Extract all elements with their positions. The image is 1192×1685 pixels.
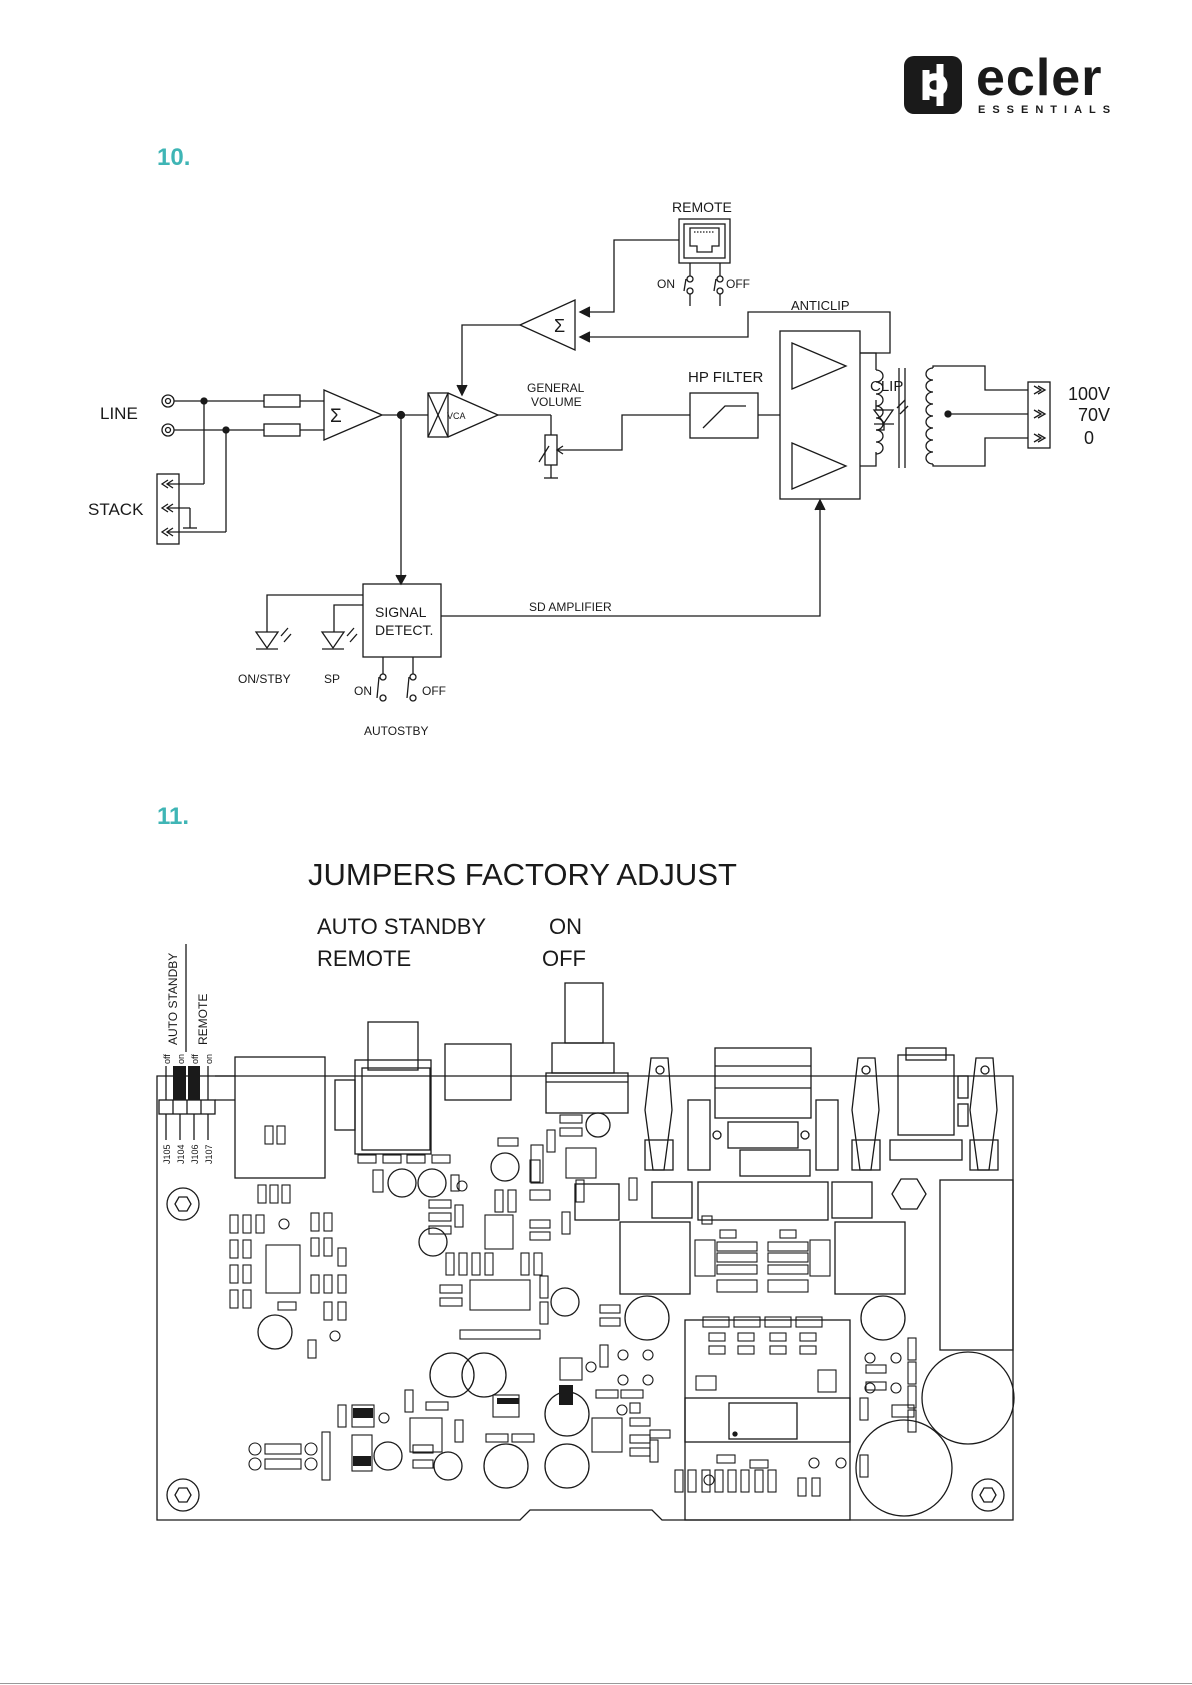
label-line: LINE	[100, 404, 138, 423]
jumpers-title: JUMPERS FACTORY ADJUST	[308, 857, 737, 892]
jumper-row-name-0: AUTO STANDBY	[317, 914, 486, 939]
label-hp-filter: HP FILTER	[688, 369, 763, 386]
label-on-stby: ON/STBY	[238, 672, 291, 686]
label-sp: SP	[324, 672, 340, 686]
pin-label-2: off	[190, 1054, 200, 1064]
label-clip: CLIP	[870, 378, 903, 395]
label-70v: 70V	[1078, 405, 1110, 425]
label-100v: 100V	[1068, 384, 1110, 404]
jumper-row-name-1: REMOTE	[317, 946, 411, 971]
vertical-label-remote: REMOTE	[196, 994, 210, 1045]
label-stack: STACK	[88, 500, 144, 519]
label-remote: REMOTE	[672, 199, 732, 215]
jumper-id-3: J107	[204, 1144, 214, 1164]
jumper-row-value-0: ON	[549, 914, 582, 939]
label-volume: VOLUME	[531, 395, 582, 409]
label-vca: VCA	[447, 411, 466, 421]
label-sigma-feedback: Σ	[554, 316, 565, 336]
label-remote-on: ON	[657, 277, 675, 291]
pin-label-0: off	[162, 1054, 172, 1064]
label-autostby-off: OFF	[422, 684, 446, 698]
label-sd-amplifier: SD AMPLIFIER	[529, 600, 612, 614]
label-autostby: AUTOSTBY	[364, 724, 428, 738]
label-sigma-input: Σ	[330, 406, 342, 427]
label-autostby-on: ON	[354, 684, 372, 698]
label-signal: SIGNAL	[375, 604, 427, 620]
label-general: GENERAL	[527, 381, 585, 395]
jumper-row-value-1: OFF	[542, 946, 586, 971]
vertical-label-auto-standby: AUTO STANDBY	[166, 953, 180, 1045]
label-anticlip: ANTICLIP	[791, 298, 850, 313]
jumper-id-2: J106	[190, 1144, 200, 1164]
pin-label-1: on	[176, 1054, 186, 1064]
jumper-id-1: J104	[176, 1144, 186, 1164]
label-0v: 0	[1084, 428, 1094, 448]
label-detect: DETECT.	[375, 622, 433, 638]
label-remote-off: OFF	[726, 277, 750, 291]
pin-label-3: on	[204, 1054, 214, 1064]
jumper-id-0: J105	[162, 1144, 172, 1164]
footer-divider	[0, 1683, 1192, 1684]
